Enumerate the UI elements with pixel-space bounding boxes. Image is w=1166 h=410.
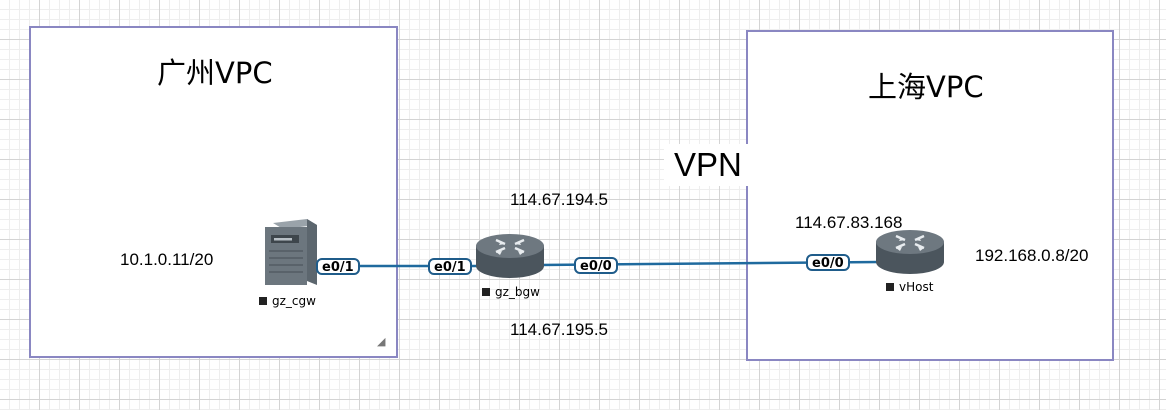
ip-label-vhost-private: 192.168.0.8/20 bbox=[975, 246, 1089, 265]
router-icon bbox=[876, 230, 944, 274]
device-label-vhost: vHost bbox=[886, 280, 933, 294]
vpc-guangzhou-box[interactable] bbox=[29, 26, 398, 358]
ip-label-vhost-public: 114.67.83.168 bbox=[795, 213, 903, 232]
router-icon bbox=[476, 234, 544, 278]
device-name: vHost bbox=[899, 280, 934, 294]
device-status-icon bbox=[259, 297, 267, 305]
resize-handle-icon[interactable]: ◢ bbox=[377, 336, 386, 348]
device-name: gz_bgw bbox=[495, 285, 540, 299]
ip-label-gz-cgw: 10.1.0.11/20 bbox=[120, 250, 214, 269]
device-name: gz_cgw bbox=[272, 294, 316, 308]
port-gz-cgw-e0-1[interactable]: e0/1 bbox=[316, 258, 360, 275]
device-status-icon bbox=[886, 283, 894, 291]
router-gz-bgw[interactable] bbox=[474, 232, 546, 280]
port-vhost-e0-0[interactable]: e0/0 bbox=[806, 254, 850, 271]
vpc-guangzhou-title: 广州VPC bbox=[157, 56, 273, 90]
vpc-shanghai-box[interactable] bbox=[746, 30, 1114, 361]
vpc-shanghai-title: 上海VPC bbox=[868, 70, 984, 104]
ip-label-bgw-top: 114.67.194.5 bbox=[510, 190, 608, 209]
device-label-gz-bgw: gz_bgw bbox=[482, 285, 540, 299]
router-vhost[interactable] bbox=[874, 228, 946, 276]
server-icon bbox=[265, 219, 317, 285]
vpn-label: VPN bbox=[664, 144, 752, 186]
device-label-gz-cgw: gz_cgw bbox=[259, 294, 316, 308]
ip-label-bgw-bottom: 114.67.195.5 bbox=[510, 320, 608, 339]
port-gz-bgw-e0-1[interactable]: e0/1 bbox=[428, 258, 472, 275]
port-gz-bgw-e0-0[interactable]: e0/0 bbox=[574, 257, 618, 274]
server-gz-cgw[interactable] bbox=[261, 217, 321, 289]
device-status-icon bbox=[482, 288, 490, 296]
